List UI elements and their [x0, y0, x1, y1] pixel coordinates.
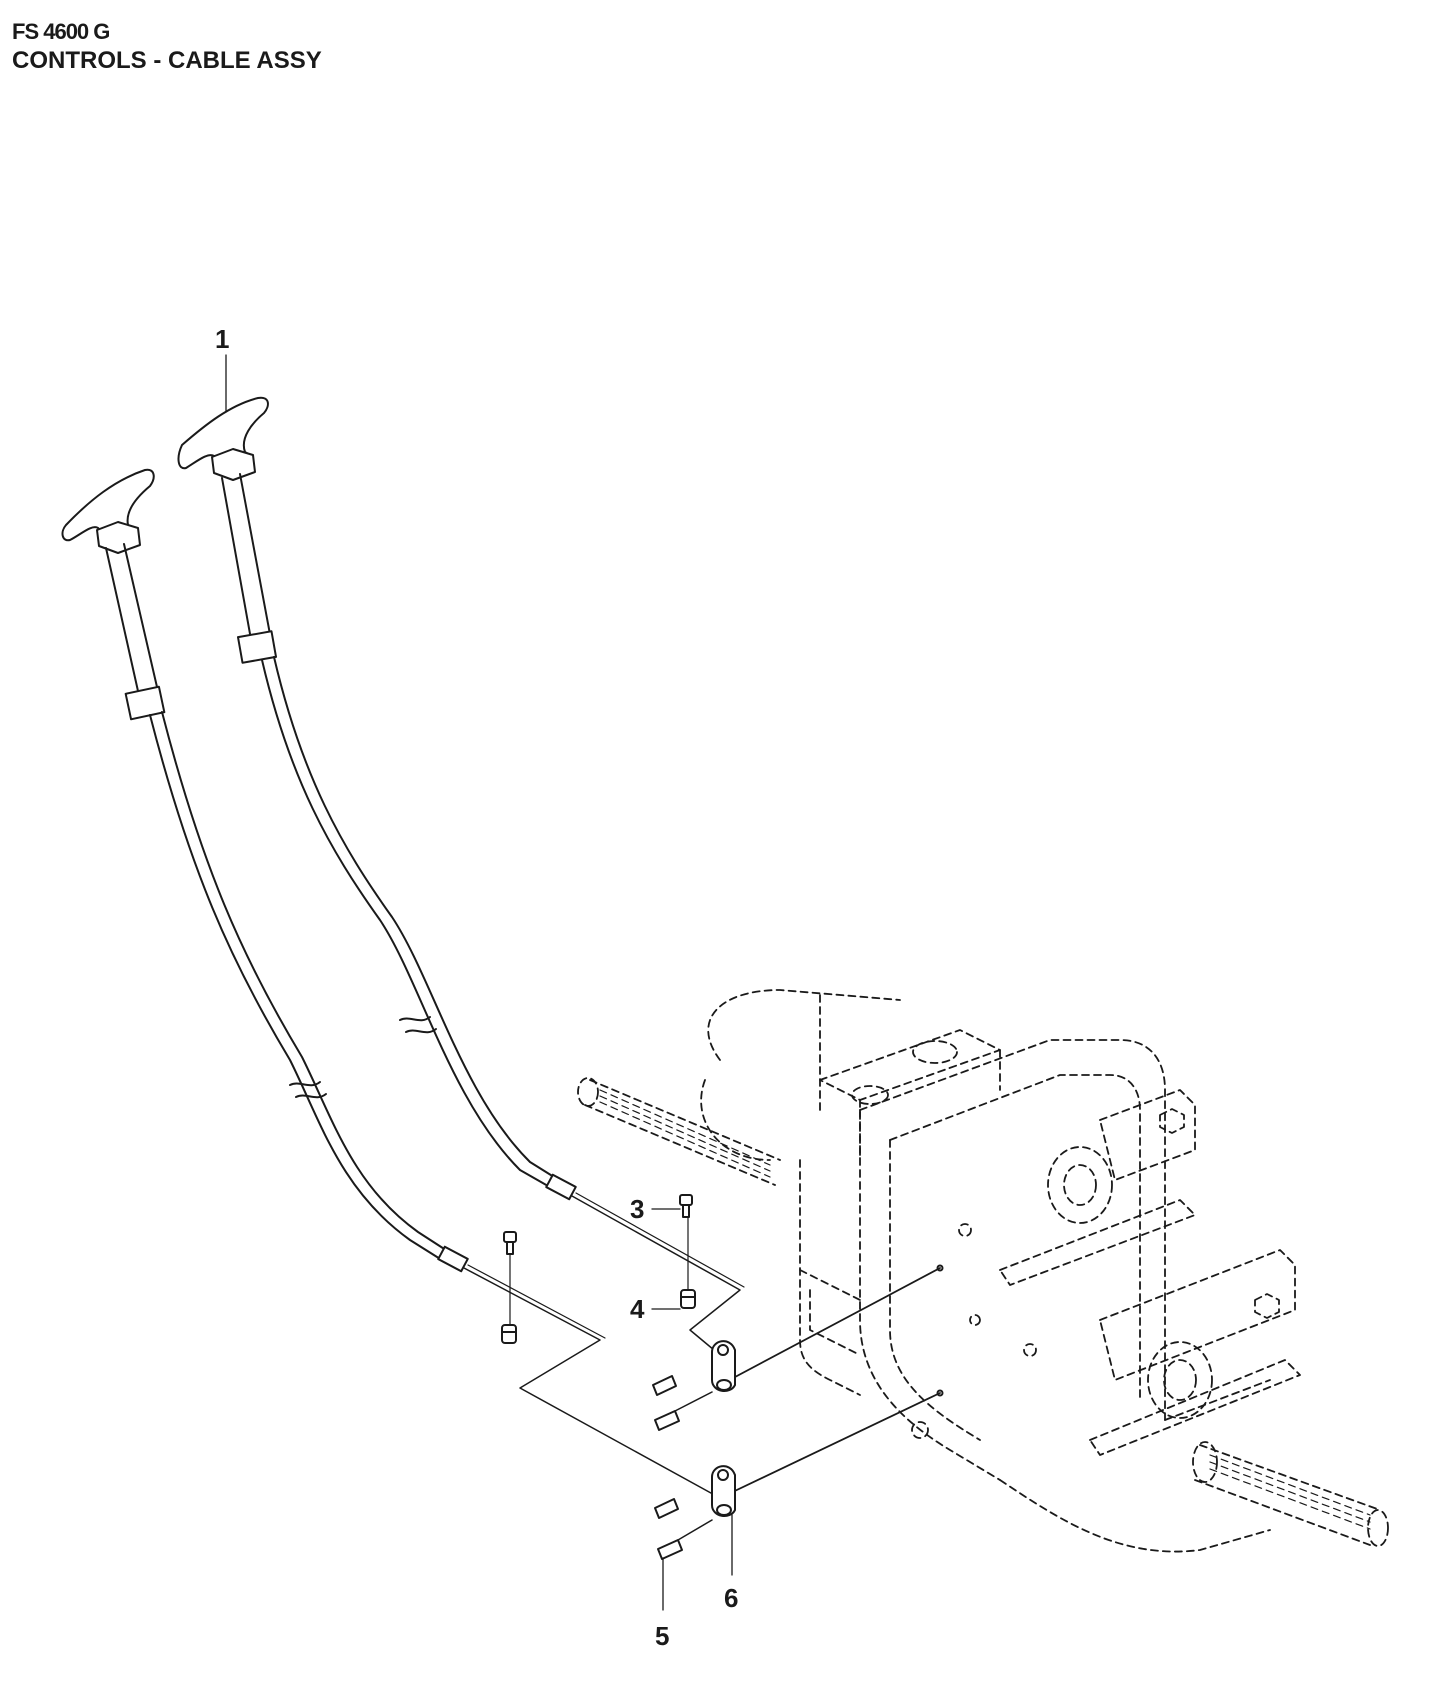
callout-3: 3	[630, 1194, 644, 1224]
callout-4: 4	[630, 1294, 645, 1324]
gearbox-outline	[577, 989, 1389, 1553]
screw-left	[501, 1231, 517, 1344]
title-block: FS 4600 G CONTROLS - CABLE ASSY	[12, 18, 322, 76]
cable-clamp-upper	[711, 1340, 736, 1392]
page-title: CONTROLS - CABLE ASSY	[12, 47, 322, 74]
model-name: FS 4600 G	[12, 19, 110, 44]
leader-lines	[225, 354, 733, 1611]
callout-5: 5	[655, 1621, 669, 1651]
screw-item-3	[679, 1194, 693, 1218]
cable-assembly-left	[61, 468, 941, 1499]
t-handle-right	[177, 396, 269, 470]
callout-1: 1	[215, 324, 229, 354]
cable-tube-left	[105, 543, 161, 701]
cable-clamp-lower	[711, 1465, 736, 1517]
hex-nut-right	[211, 448, 256, 481]
clamp-screws	[652, 1375, 713, 1560]
nut-item-4	[680, 1289, 696, 1309]
cable-assembly-right	[177, 396, 941, 1386]
cable-tube-right	[221, 473, 273, 646]
t-handle-left	[61, 468, 155, 542]
mount-hole-upper	[936, 1264, 944, 1272]
hex-nut-left	[96, 521, 141, 554]
mount-hole-lower	[936, 1389, 944, 1397]
callout-6: 6	[724, 1583, 738, 1613]
